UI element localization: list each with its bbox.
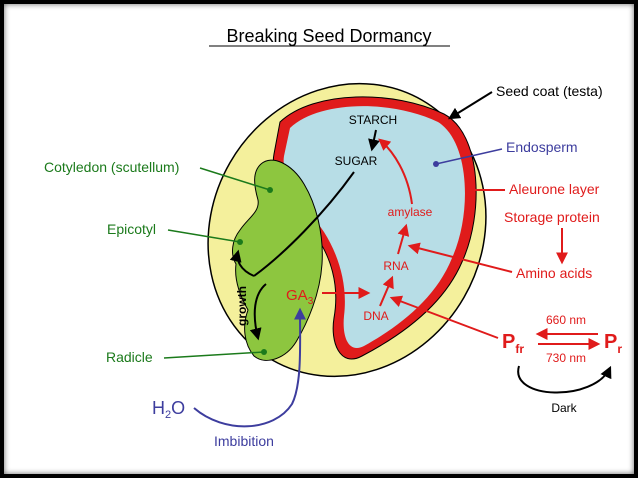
sugar-to-embryo-arrow xyxy=(253,171,355,277)
pr-subscript: r xyxy=(617,342,622,356)
imbibition-label: Imbibition xyxy=(214,433,274,449)
endosperm-pointer xyxy=(435,148,503,165)
pr-p: P xyxy=(604,331,617,353)
pfr-to-dark-to-pr-arrow xyxy=(517,365,612,394)
water-h: H xyxy=(152,398,165,418)
amylase-to-starch-arrow xyxy=(378,138,413,205)
ga3-pfr-link-arrow xyxy=(389,295,499,339)
growth-up-arrow xyxy=(229,249,255,277)
nm660-label: 660 nm xyxy=(546,313,586,327)
aleurone-label: Aleurone layer xyxy=(509,181,600,197)
epicotyl-label: Epicotyl xyxy=(107,221,156,237)
seed-coat-pointer xyxy=(447,91,493,120)
cotyledon-dot xyxy=(267,187,273,193)
endosperm xyxy=(283,106,465,348)
sugar-label: SUGAR xyxy=(335,154,378,168)
amino-acids-label: Amino acids xyxy=(516,265,592,281)
pfr-label: Pfr xyxy=(502,331,524,356)
imbibition-arrow xyxy=(193,307,307,428)
amino-to-rna-arrow xyxy=(407,242,513,273)
dna-label: DNA xyxy=(363,309,388,323)
nm730-label: 730 nm xyxy=(546,351,586,365)
ga-text: GA xyxy=(286,287,308,304)
epicotyl-pointer xyxy=(167,229,241,243)
seed-diagram: Breaking Seed Dormancy STARCH SUGAR grow… xyxy=(44,26,622,449)
growth-down-arrow xyxy=(249,283,267,341)
water-subscript: 2 xyxy=(165,409,171,421)
seed-coat-label: Seed coat (testa) xyxy=(496,83,603,99)
rna-to-amylase-arrow xyxy=(397,223,410,255)
ga3-label: GA3 xyxy=(286,287,314,307)
dna-to-rna-arrow xyxy=(379,275,394,307)
amylase-label: amylase xyxy=(388,205,433,219)
cotyledon-pointer xyxy=(199,167,271,191)
pfr-subscript: fr xyxy=(515,342,524,356)
cotyledon-label: Cotyledon (scutellum) xyxy=(44,159,179,175)
water-o: O xyxy=(171,398,185,418)
radicle-pointer xyxy=(163,351,265,359)
storage-protein-label: Storage protein xyxy=(504,209,600,225)
radicle-dot xyxy=(261,349,267,355)
starch-to-sugar-arrow xyxy=(368,129,380,152)
diagram-title: Breaking Seed Dormancy xyxy=(226,26,431,46)
epicotyl-dot xyxy=(237,239,243,245)
dark-label: Dark xyxy=(551,401,577,415)
endosperm-label: Endosperm xyxy=(506,139,578,155)
water-label: H2O xyxy=(152,398,185,421)
rna-label: RNA xyxy=(383,259,408,273)
pr-label: Pr xyxy=(604,331,622,356)
radicle-label: Radicle xyxy=(106,349,153,365)
ga-subscript: 3 xyxy=(308,296,314,307)
endosperm-dot xyxy=(433,161,439,167)
pfr-p: P xyxy=(502,331,515,353)
starch-label: STARCH xyxy=(349,113,397,127)
growth-label: growth xyxy=(235,286,249,326)
